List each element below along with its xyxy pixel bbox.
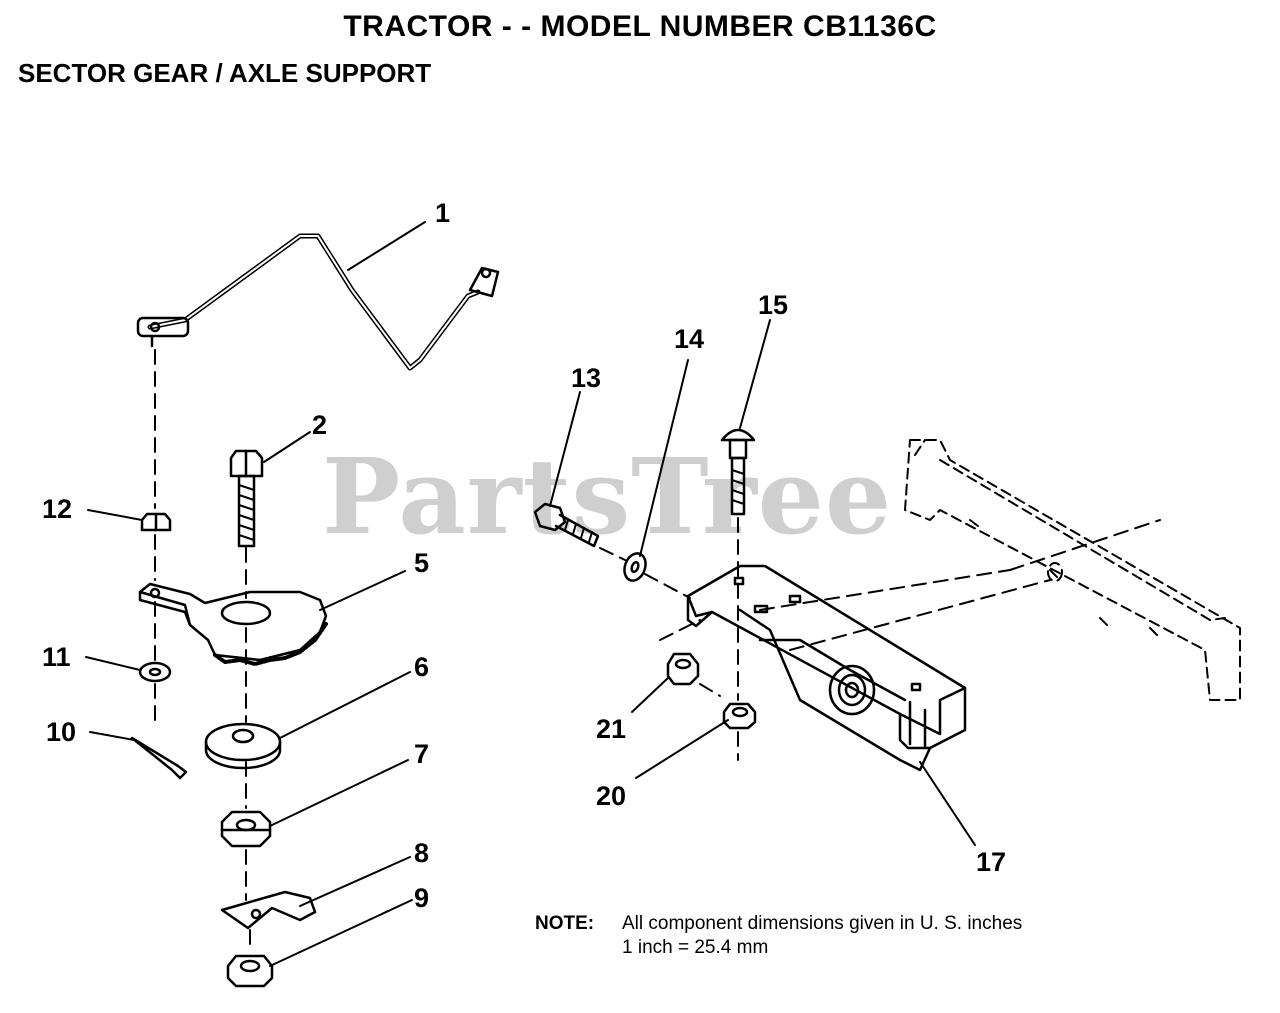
callout-13: 13 [571, 363, 601, 393]
part-11-washer [138, 661, 172, 683]
callout-14: 14 [674, 324, 704, 354]
part-12-nut [140, 512, 172, 532]
callout-11: 11 [42, 642, 71, 672]
tractor-frame-phantom [904, 439, 1241, 701]
part-8-clamp [220, 890, 317, 930]
callout-20: 20 [596, 781, 626, 811]
callout-1: 1 [435, 198, 450, 228]
part-2-bolt [229, 449, 264, 548]
part-9-nut [226, 954, 274, 988]
callout-10: 10 [46, 717, 76, 747]
part-6-spacer [204, 722, 282, 770]
part-13-bolt [533, 502, 600, 548]
note-line-2: 1 inch = 25.4 mm [622, 937, 769, 958]
callout-17: 17 [976, 847, 1006, 877]
callout-12: 12 [42, 494, 72, 524]
callout-6: 6 [414, 652, 429, 682]
part-10-cotter-pin [130, 736, 188, 780]
note-label: NOTE: [535, 913, 595, 934]
part-1-drag-link [136, 233, 500, 371]
part-15-carriage-bolt [720, 428, 756, 516]
watermark-text: PartsTree [322, 435, 893, 558]
part-17-axle-support [686, 564, 967, 772]
part-21-nut [666, 652, 700, 686]
part-14-washer [623, 552, 647, 582]
alignment-lines [154, 349, 1161, 953]
callout-7: 7 [414, 739, 429, 769]
leader-lines [85, 221, 976, 967]
page-title: TRACTOR - - MODEL NUMBER CB1136C [343, 10, 937, 43]
part-20-nut [722, 702, 757, 730]
note-line-1: All component dimensions given in U. S. … [622, 913, 1023, 934]
callout-numbers: 1 2 5 6 7 8 9 10 11 12 13 14 15 17 20 21 [42, 198, 1006, 913]
callout-9: 9 [414, 883, 429, 913]
part-5-sector-gear [138, 582, 328, 666]
callout-8: 8 [414, 838, 429, 868]
section-subtitle: SECTOR GEAR / AXLE SUPPORT [18, 58, 432, 88]
part-7-nut [220, 810, 272, 848]
callout-5: 5 [414, 548, 429, 578]
callout-21: 21 [596, 714, 626, 744]
callout-2: 2 [312, 410, 327, 440]
callout-15: 15 [758, 290, 788, 320]
